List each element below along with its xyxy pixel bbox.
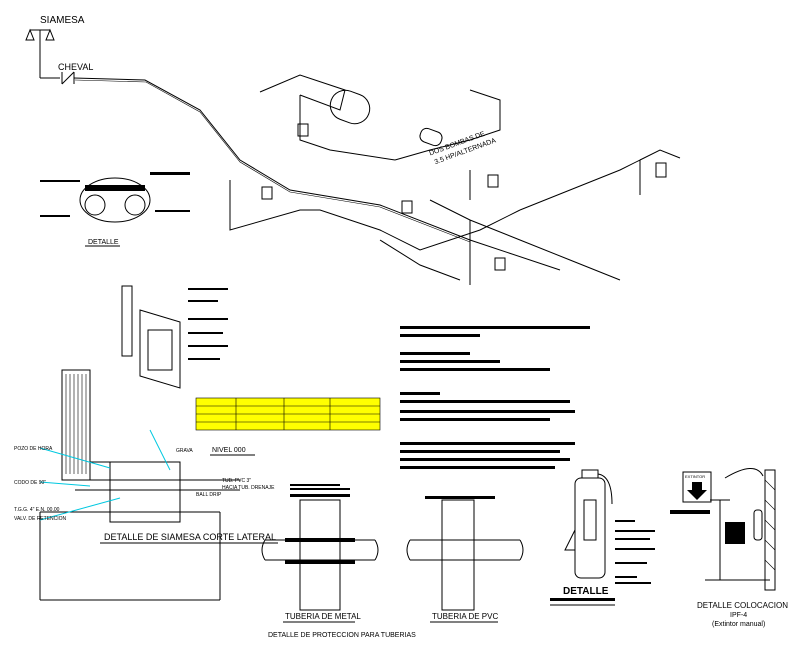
siamesa-section: NIVEL 000 DETALLE DE SIAMESA CORTE LATER… [14,369,278,601]
pozo-label: POZO DE HORA [14,446,53,452]
valve-box [401,200,413,214]
pump-label: DOS BOMBAS DE 3.5 HP/ALTERNADA [428,131,497,166]
valve-box [487,174,499,188]
tube-label-1: TUB. PVC 3" [222,478,251,484]
legend-table [195,397,381,431]
cabinet-detail [121,285,228,389]
valve-box [494,257,506,271]
extintor-detail-label: DETALLE [563,586,609,597]
colocacion-code: IPF-4 [730,612,747,619]
siamesa-label: SIAMESA [40,15,85,26]
siamesa-group: SIAMESA CHEVAL [25,15,561,271]
valve-label: VALV. DE RETENCION [14,516,67,522]
pipe-pvc-detail: TUBERIA DE PVC [406,496,524,623]
isometric-piping: DOS BOMBAS DE 3.5 HP/ALTERNADA [229,74,681,285]
tube-label-2: HACIA TUB. DRENAJE [222,485,275,491]
detalle-tuberias-title: DETALLE DE PROTECCION PARA TUBERIAS [268,632,416,639]
colocacion-sub: (Extintor manual) [712,621,765,628]
text-notes [400,326,590,469]
pump-detail: DETALLE [40,172,190,247]
down-arrow-icon [687,482,707,500]
tuberia-metal-label: TUBERIA DE METAL [285,612,361,621]
valve-box [655,162,667,178]
siamesa-section-title: DETALLE DE SIAMESA CORTE LATERAL [104,532,276,542]
ball-drip-label: BALL DRIP [196,492,222,498]
siamesa-connection-icon [25,28,55,45]
colocacion-title: DETALLE COLOCACION [697,601,788,610]
pipe-metal-detail: TUBERIA DE METAL [261,484,379,623]
nivel-label: NIVEL 000 [212,447,246,454]
tuberia-pvc-label: TUBERIA DE PVC [432,612,498,621]
fire-extinguisher-icon: DETALLE [550,469,655,606]
colocacion-detail: EXTINTOR DETALLE COLOCACION IPF-4 (Extin… [670,468,788,628]
valve-box [297,123,309,137]
check-valve-icon [61,71,75,85]
cheval-label: CHEVAL [58,62,93,72]
codo-label: CODO DE 90" [14,480,46,486]
extintor-sign: EXTINTOR [685,474,705,479]
valve-box [261,186,273,200]
pump-detail-label: DETALLE [88,239,119,246]
tubo-label: T.G.G. 4" E.N. 00.00 [14,507,60,513]
grava-label: GRAVA [176,448,193,454]
